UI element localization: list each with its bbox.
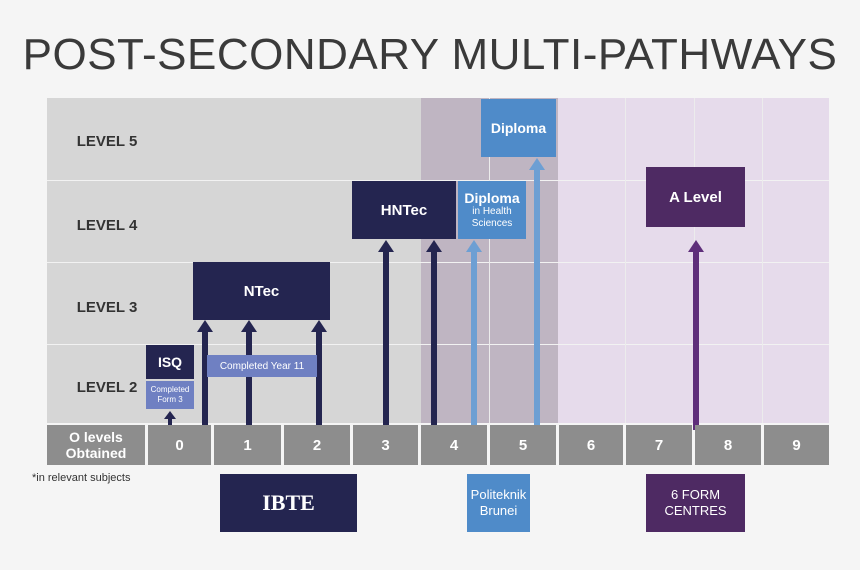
o-levels-line1: O levels xyxy=(69,429,123,445)
hntec-box: HNTec xyxy=(352,181,456,239)
ntec-label: NTec xyxy=(243,282,280,300)
arrow-head xyxy=(311,320,327,332)
politeknik-box: Politeknik Brunei xyxy=(467,474,530,532)
a-level-label: A Level xyxy=(669,188,722,206)
level-3-label: LEVEL 3 xyxy=(76,299,138,316)
hntec-label: HNTec xyxy=(380,201,428,219)
column-divider xyxy=(625,98,626,423)
axis-cell-8: 8 xyxy=(695,425,761,465)
page-title: POST-SECONDARY MULTI-PATHWAYS xyxy=(22,30,838,79)
isq-note-line2: Form 3 xyxy=(157,395,183,404)
politeknik-line2: Brunei xyxy=(479,503,518,518)
completed-year-11-note: Completed Year 11 xyxy=(207,355,317,377)
isq-note: Completed Form 3 xyxy=(146,381,194,409)
row-divider xyxy=(47,262,829,263)
column-divider xyxy=(489,98,490,423)
axis-cell-3: 3 xyxy=(353,425,418,465)
axis-cell-9: 9 xyxy=(764,425,829,465)
o-levels-line2: Obtained xyxy=(65,445,127,461)
isq-box: ISQ xyxy=(146,345,194,379)
arrow-head xyxy=(688,240,704,252)
o-levels-axis-label: O levels Obtained xyxy=(47,425,145,465)
axis-cell-6: 6 xyxy=(559,425,623,465)
axis-cell-7: 7 xyxy=(626,425,692,465)
isq-label: ISQ xyxy=(157,354,183,370)
arrow-head xyxy=(529,158,545,170)
politeknik-line1: Politeknik xyxy=(470,487,527,502)
form-centres-line1: 6 FORM xyxy=(670,487,721,502)
form-centres-box: 6 FORM CENTRES xyxy=(646,474,745,532)
row-divider xyxy=(47,180,829,181)
ibte-label: IBTE xyxy=(262,490,315,515)
arrow-head xyxy=(378,240,394,252)
diploma-label: Diploma xyxy=(490,120,547,136)
level-2-label: LEVEL 2 xyxy=(76,379,138,396)
level-4-label: LEVEL 4 xyxy=(76,217,138,234)
arrow-head xyxy=(164,411,176,419)
diploma-health-box: Diploma in Health Sciences xyxy=(458,181,526,239)
ntec-box: NTec xyxy=(193,262,330,320)
row-divider xyxy=(47,344,829,345)
isq-note-line1: Completed xyxy=(150,385,190,394)
arrow-head xyxy=(197,320,213,332)
diploma-health-title: Diploma xyxy=(464,190,520,206)
axis-cell-5: 5 xyxy=(490,425,556,465)
level-5-label: LEVEL 5 xyxy=(76,133,138,150)
footnote: *in relevant subjects xyxy=(32,472,131,484)
arrow-head xyxy=(466,240,482,252)
axis-cell-2: 2 xyxy=(284,425,350,465)
diploma-health-line2: Sciences xyxy=(471,218,513,229)
diploma-box: Diploma xyxy=(481,99,556,157)
axis-cell-1: 1 xyxy=(214,425,281,465)
axis-cell-4: 4 xyxy=(421,425,487,465)
form-centres-line2: CENTRES xyxy=(664,503,727,518)
diploma-health-line1: in Health xyxy=(472,206,512,217)
ibte-box: IBTE xyxy=(220,474,357,532)
axis-cell-0: 0 xyxy=(148,425,211,465)
column-divider xyxy=(762,98,763,423)
arrow-head xyxy=(241,320,257,332)
a-level-box: A Level xyxy=(646,167,745,227)
arrow-head xyxy=(426,240,442,252)
completed-year-11-label: Completed Year 11 xyxy=(219,360,305,372)
